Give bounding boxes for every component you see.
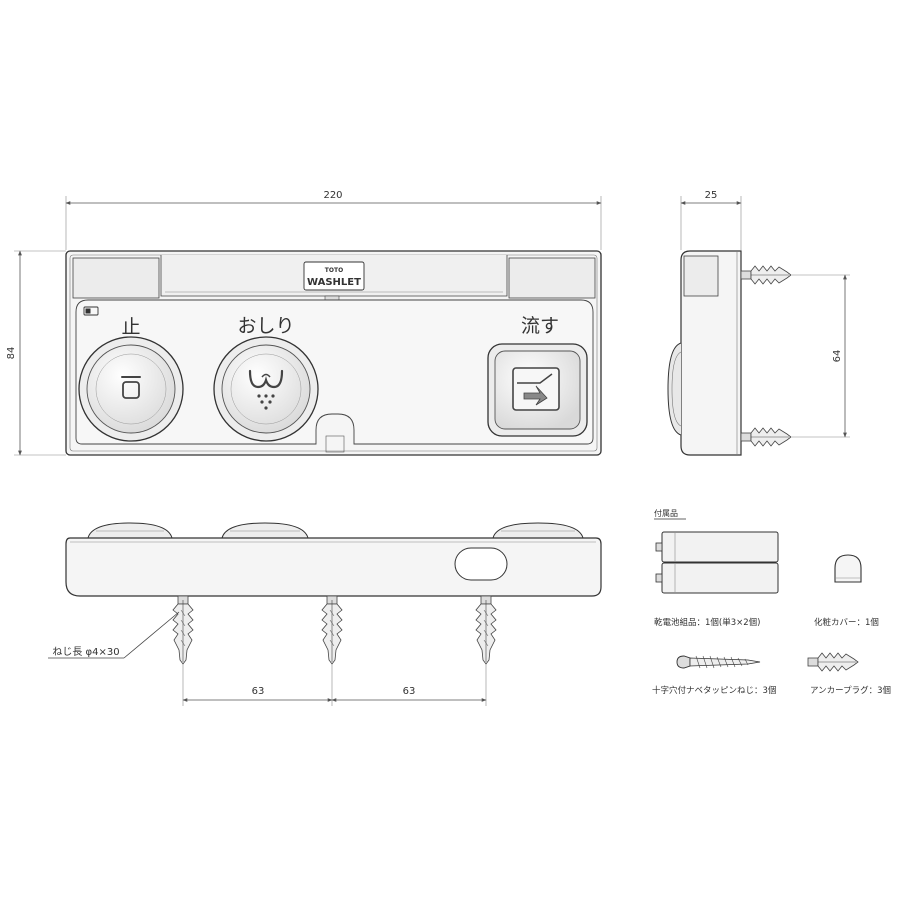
washlet-logo: TOTO WASHLET xyxy=(303,261,365,291)
svg-text:WASHLET: WASHLET xyxy=(307,277,361,288)
cover-illustration xyxy=(834,554,862,583)
anchor-illustration xyxy=(807,652,859,672)
side-view: 25 64 xyxy=(667,190,850,456)
anchor-label: アンカープラグ：3個 xyxy=(810,685,891,696)
svg-text:TOTO: TOTO xyxy=(325,267,343,274)
screw-illustration xyxy=(676,655,761,669)
flush-button[interactable] xyxy=(487,343,588,437)
flush-toilet-icon xyxy=(512,367,560,411)
pitch-dimension-vertical: 64 xyxy=(832,350,843,363)
accessories: 付属品 乾電池組品：1個(単3×2個) 化粧カバー：1個 十字穴付ナベタッピンね… xyxy=(652,508,891,696)
battery-illustration xyxy=(655,531,779,594)
height-dimension: 84 xyxy=(6,347,17,360)
pitch-dimension-left: 63 xyxy=(252,686,265,697)
screw-callout: ねじ長 φ4×30 xyxy=(52,646,119,658)
flush-label: 流す xyxy=(521,315,559,337)
bottom-view: ねじ長 φ4×30 63 63 xyxy=(48,522,602,706)
width-dimension: 220 xyxy=(323,190,342,201)
depth-dimension: 25 xyxy=(705,190,718,201)
accessories-heading: 付属品 xyxy=(654,508,678,518)
bidet-icon xyxy=(248,369,284,410)
pitch-dimension-right: 63 xyxy=(403,686,416,697)
screw-label: 十字穴付ナベタッピンねじ：3個 xyxy=(652,685,776,696)
stop-icon xyxy=(121,376,141,399)
bidet-label: おしり xyxy=(237,315,294,337)
front-view: 220 84 TOTO WASHLET 止 おしり 流す xyxy=(6,190,602,456)
stop-label: 止 xyxy=(121,316,140,338)
cover-label: 化粧カバー：1個 xyxy=(814,617,879,628)
battery-label: 乾電池組品：1個(単3×2個) xyxy=(654,617,760,628)
stop-button[interactable] xyxy=(78,336,184,442)
battery-icon xyxy=(83,306,99,316)
bidet-button[interactable] xyxy=(213,336,319,442)
